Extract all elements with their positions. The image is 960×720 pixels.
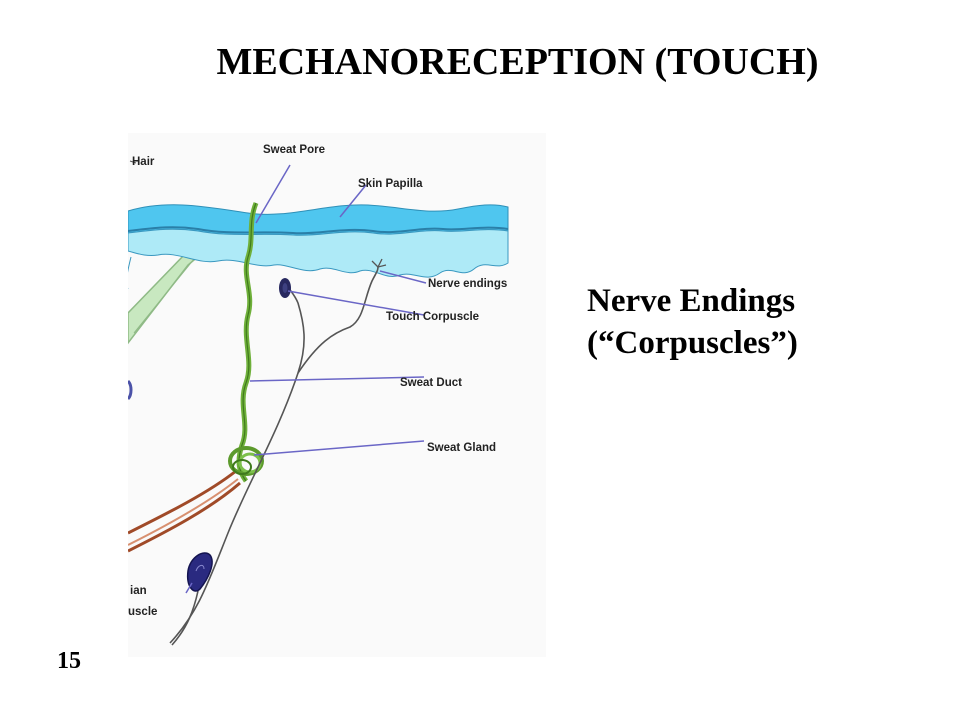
side-caption-line-1: Nerve Endings bbox=[587, 283, 796, 319]
skin-diagram: Hair Sweat Pore Skin Papilla Nerve endin… bbox=[128, 133, 546, 657]
nerve-fiber-endings bbox=[297, 266, 379, 374]
nerve-fiber-touch bbox=[169, 282, 305, 644]
blood-vessel-lower bbox=[128, 481, 241, 553]
hair-shaft-line bbox=[133, 258, 195, 334]
sweat-gland bbox=[228, 446, 264, 476]
label-sweat-pore: Sweat Pore bbox=[263, 144, 325, 156]
hair-shaft bbox=[128, 252, 202, 345]
side-caption-line-2: (“Corpuscles”) bbox=[587, 325, 798, 361]
label-nerve-endings: Nerve endings bbox=[428, 278, 507, 290]
nerve-ending-tips bbox=[371, 258, 387, 268]
side-caption: Nerve Endings (“Corpuscles”) bbox=[587, 280, 798, 364]
touch-corpuscle-core bbox=[282, 283, 288, 293]
slide-title: MECHANORECEPTION (TOUCH) bbox=[216, 41, 819, 83]
pacinian-corpuscle-core bbox=[195, 564, 205, 572]
leader-lines bbox=[185, 164, 427, 594]
skin-fold bbox=[128, 256, 132, 289]
label-pacinian-partial-1: ian bbox=[130, 585, 147, 597]
pacinian-corpuscle bbox=[186, 552, 213, 592]
label-touch-corpuscle: Touch Corpuscle bbox=[386, 311, 479, 323]
skin-diagram-svg: Hair Sweat Pore Skin Papilla Nerve endin… bbox=[128, 133, 546, 657]
page-number: 15 bbox=[57, 648, 81, 674]
label-pacinian-partial-2: uscle bbox=[128, 606, 157, 618]
label-skin-papilla: Skin Papilla bbox=[358, 178, 423, 190]
epidermis-inner-layer bbox=[128, 228, 509, 278]
label-sweat-duct: Sweat Duct bbox=[400, 377, 462, 389]
hair-leader bbox=[129, 160, 137, 164]
edge-structure bbox=[128, 379, 133, 401]
nerve-fiber-pacinian bbox=[171, 590, 199, 646]
blood-vessel-upper-highlight bbox=[128, 478, 239, 546]
label-hair: Hair bbox=[132, 156, 155, 168]
blood-vessel-upper bbox=[128, 469, 237, 535]
label-sweat-gland: Sweat Gland bbox=[427, 442, 496, 454]
epidermis-boundary bbox=[128, 226, 509, 235]
